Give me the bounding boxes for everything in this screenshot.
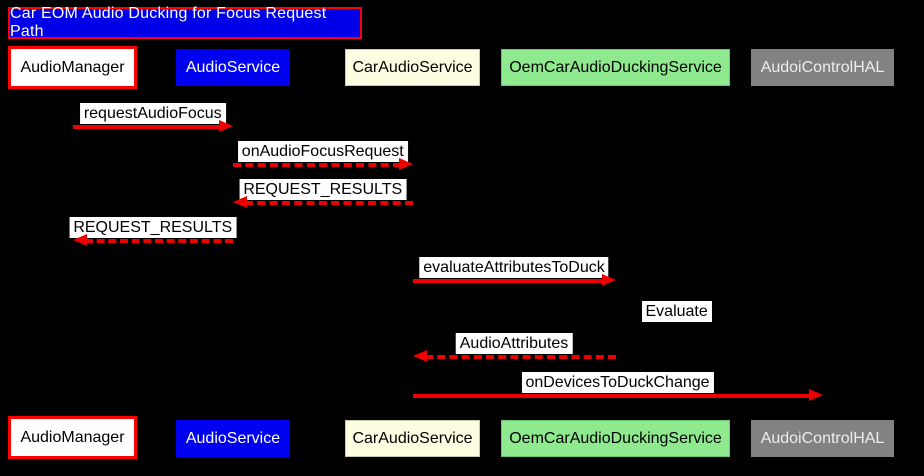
participant-caraudioservice-top: CarAudioService xyxy=(345,49,480,86)
message-arrow-line xyxy=(72,125,221,129)
message-label: REQUEST_RESULTS xyxy=(239,179,407,201)
message-arrowhead-icon xyxy=(72,234,87,246)
message-arrowhead-icon xyxy=(233,196,247,208)
message-arrowhead-icon xyxy=(398,158,413,170)
participant-oemcaraudioduckingservice-top: OemCarAudioDuckingService xyxy=(501,49,730,86)
message-label: requestAudioFocus xyxy=(79,103,226,125)
message-arrowhead-icon xyxy=(412,350,427,362)
message-arrow-line xyxy=(245,201,413,205)
participant-caraudioservice-bottom: CarAudioService xyxy=(345,420,480,457)
message-arrow-line xyxy=(84,239,233,243)
message-label: AudioAttributes xyxy=(455,333,573,355)
participant-audioservice-top: AudioService xyxy=(176,49,290,86)
message-label: Evaluate xyxy=(641,301,712,323)
participant-label: OemCarAudioDuckingService xyxy=(509,429,722,447)
participant-audoicontrolhal-bottom: AudoiControlHAL xyxy=(751,420,894,457)
message-arrowhead-icon xyxy=(601,274,616,286)
message-arrow-line xyxy=(412,279,604,283)
participant-label: CarAudioService xyxy=(352,429,473,447)
message-arrowhead-icon xyxy=(808,389,823,401)
participant-audiomanager-top: AudioManager xyxy=(8,46,137,89)
message-arrowhead-icon xyxy=(219,120,233,132)
message-arrow-line xyxy=(424,355,616,359)
diagram-title: Car EOM Audio Ducking for Focus Request … xyxy=(8,5,362,40)
participant-label: AudioService xyxy=(185,58,281,76)
message-arrow-line xyxy=(412,394,811,398)
diagram-title-text: Car EOM Audio Ducking for Focus Request … xyxy=(10,5,327,40)
participant-label: AudioService xyxy=(185,429,281,447)
participant-oemcaraudioduckingservice-bottom: OemCarAudioDuckingService xyxy=(501,420,730,457)
message-label: onDevicesToDuckChange xyxy=(521,372,714,394)
message-arrow-line xyxy=(233,163,401,167)
participant-label: AudoiControlHAL xyxy=(760,58,885,76)
participant-audoicontrolhal-top: AudoiControlHAL xyxy=(751,49,894,86)
participant-label: AudioManager xyxy=(20,428,125,446)
message-label: evaluateAttributesToDuck xyxy=(419,257,609,279)
participant-audioservice-bottom: AudioService xyxy=(176,420,290,457)
message-label: onAudioFocusRequest xyxy=(237,141,408,163)
participant-label: CarAudioService xyxy=(352,58,473,76)
participant-label: OemCarAudioDuckingService xyxy=(509,58,722,76)
message-label: REQUEST_RESULTS xyxy=(69,217,237,239)
participant-audiomanager-bottom: AudioManager xyxy=(8,416,137,459)
participant-label: AudoiControlHAL xyxy=(760,429,885,447)
participant-label: AudioManager xyxy=(20,58,125,76)
